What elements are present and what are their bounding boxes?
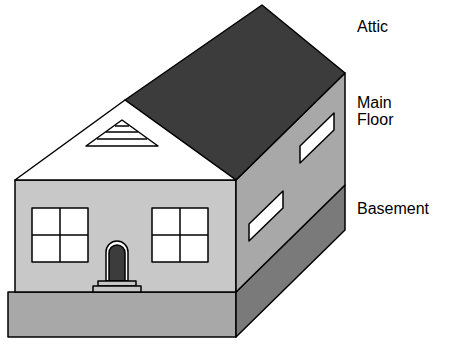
side-window — [300, 113, 334, 163]
floor-label: Basement — [357, 200, 467, 217]
floor-label: Main Floor — [357, 94, 417, 128]
front-window — [32, 208, 88, 262]
attic-gable — [15, 100, 236, 180]
attic-vent — [86, 120, 158, 146]
front-door — [93, 241, 141, 292]
front-window — [152, 208, 208, 262]
floor-label: Attic — [357, 18, 457, 35]
side-window — [249, 191, 283, 241]
main-floor-front — [15, 180, 236, 292]
basement-front — [8, 292, 236, 337]
